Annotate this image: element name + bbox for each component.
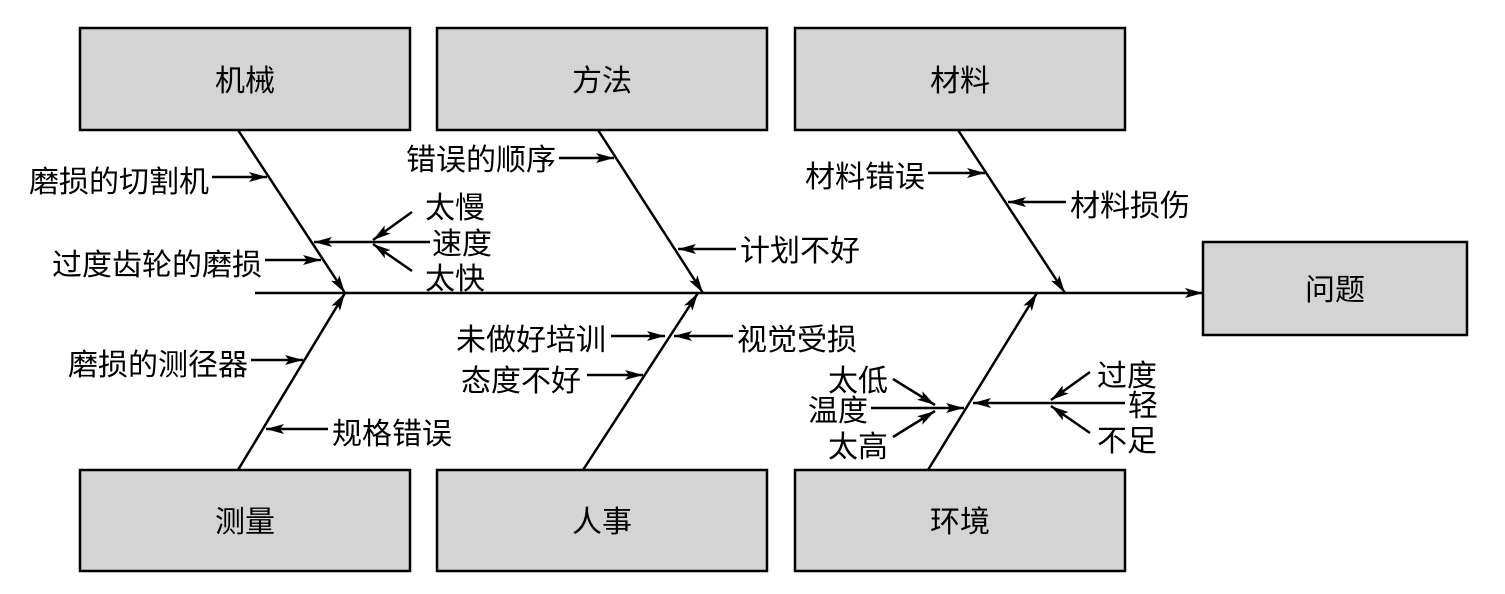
cause-label: 计划不好 (740, 234, 860, 269)
cause-label: 未做好培训 (456, 323, 606, 358)
subcause-label: 不足 (1097, 424, 1157, 459)
cause-label: 轻 (1128, 389, 1158, 424)
effect: 问题 (1201, 240, 1469, 337)
subcause-arrow (1050, 404, 1091, 435)
category-method: 方法 错误的顺序 计划不好 (406, 26, 860, 294)
effect-box (1201, 240, 1469, 337)
category-personnel: 人事 未做好培训 视觉受损 态度不好 (435, 292, 857, 573)
cause-label: 规格错误 (332, 417, 452, 452)
category-box-environment (793, 468, 1127, 573)
category-box-material (793, 26, 1127, 132)
category-label-measurement: 测量 (215, 505, 275, 540)
bone-machine (236, 129, 347, 294)
category-environment: 环境 温度 太低 太高 轻 过度 不足 (793, 292, 1158, 573)
cause-label: 温度 (808, 394, 868, 429)
cause-label: 过度齿轮的磨损 (52, 248, 262, 283)
subcause-arrow (1050, 370, 1091, 402)
cause-label: 材料错误 (805, 160, 925, 195)
category-machine: 机械 磨损的切割机 过度齿轮的磨损 速度 太慢 太快 (29, 26, 492, 297)
cause-label: 速度 (432, 227, 492, 262)
subcause-label: 太高 (828, 430, 888, 465)
subcause-arrow (372, 242, 413, 273)
subcause-arrow (372, 210, 413, 242)
category-label-environment: 环境 (930, 505, 990, 540)
cause-label: 材料损伤 (1070, 189, 1190, 224)
category-box-measurement (78, 468, 412, 573)
effect-label: 问题 (1305, 273, 1365, 308)
subcause-label: 太低 (828, 364, 888, 399)
category-box-machine (78, 26, 412, 132)
category-label-personnel: 人事 (572, 505, 632, 540)
category-box-method (435, 26, 769, 132)
subcause-label: 过度 (1097, 359, 1157, 394)
cause-label: 磨损的切割机 (29, 165, 209, 200)
subcause-label: 太慢 (425, 191, 485, 226)
cause-label: 视觉受损 (737, 323, 857, 358)
category-box-personnel (435, 468, 769, 573)
category-measurement: 测量 磨损的测径器 规格错误 (68, 292, 452, 573)
bone-personnel (581, 292, 700, 471)
bone-environment (926, 292, 1039, 471)
bone-material (956, 129, 1067, 294)
category-label-material: 材料 (930, 64, 990, 99)
subcause-arrow (892, 409, 936, 439)
category-material: 材料 材料错误 材料损伤 (793, 26, 1190, 294)
subcause-arrow (892, 377, 936, 407)
subcause-label: 太快 (425, 262, 485, 297)
cause-label: 态度不好 (461, 364, 581, 399)
cause-label: 磨损的测径器 (68, 348, 248, 383)
category-label-machine: 机械 (215, 64, 275, 99)
category-label-method: 方法 (572, 64, 632, 99)
cause-label: 错误的顺序 (406, 143, 556, 178)
bone-measurement (236, 292, 347, 471)
bone-method (596, 129, 705, 294)
